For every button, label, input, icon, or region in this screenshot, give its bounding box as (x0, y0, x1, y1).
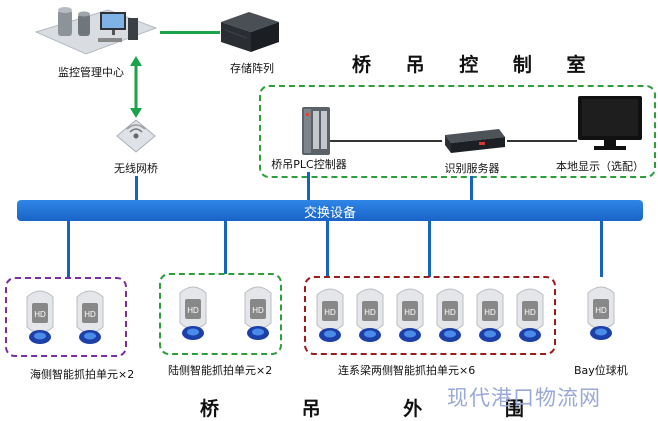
bridge-bus-line (135, 176, 138, 200)
hd-badge: HD (524, 308, 536, 317)
hd-badge: HD (84, 310, 96, 319)
link-server-display (507, 140, 577, 142)
plc-controller (302, 107, 330, 155)
beam-bus-line-left (326, 221, 329, 277)
dome-camera-icon: HD (513, 285, 547, 347)
recognition-server-icon (445, 129, 505, 153)
watermark: 现代港口物流网 (447, 386, 601, 410)
hd-badge: HD (484, 308, 496, 317)
hd-badge: HD (187, 306, 199, 315)
land-bus-line (224, 221, 227, 274)
dome-camera-icon: HD (241, 283, 275, 345)
link-center-storage (160, 31, 220, 34)
sea-side-box (5, 277, 127, 357)
wireless-link-arrow (130, 56, 142, 118)
bay-camera-icon: HD (584, 283, 618, 345)
control-room-box (259, 85, 656, 178)
storage-label: 存储阵列 (230, 62, 274, 75)
beam-bus-line-right (428, 221, 431, 277)
recognition-server (441, 127, 507, 157)
dome-camera-icon: HD (433, 285, 467, 347)
wireless-bridge-label: 无线网桥 (114, 162, 158, 175)
land-side-box (159, 273, 282, 355)
dome-camera-icon: HD (23, 287, 57, 349)
plc-bus-line (307, 172, 310, 200)
switch-bus: 交换设备 (17, 200, 643, 221)
hd-badge: HD (364, 308, 376, 317)
dome-camera-icon: HD (473, 285, 507, 347)
hd-badge: HD (34, 310, 46, 319)
hd-badge: HD (404, 308, 416, 317)
bay-camera-label: Bay位球机 (574, 364, 628, 377)
plc-controller-icon (302, 107, 330, 155)
hd-badge: HD (595, 306, 607, 315)
link-plc-server (330, 140, 442, 142)
outside-title: 桥 吊 外 围 (200, 398, 562, 420)
monitor-icon (578, 96, 642, 150)
server-bus-line (470, 176, 473, 200)
dome-camera-icon: HD (313, 285, 347, 347)
monitor-center (28, 2, 158, 60)
plc-label: 桥吊PLC控制器 (271, 158, 347, 171)
dome-camera-icon: HD (353, 285, 387, 347)
hd-badge: HD (252, 306, 264, 315)
bay-bus-line (600, 221, 603, 277)
beam-side-box (304, 276, 556, 355)
storage-array-icon (221, 12, 279, 52)
dome-camera-icon: HD (393, 285, 427, 347)
local-display (576, 94, 644, 152)
hd-badge: HD (324, 308, 336, 317)
monitor-center-icon (34, 7, 158, 55)
sea-bus-line (67, 221, 70, 278)
sea-side-label: 海侧智能抓拍单元×2 (30, 368, 135, 381)
beam-side-label: 连系梁两侧智能抓拍单元×6 (338, 364, 476, 377)
wireless-bridge-icon (116, 119, 156, 153)
switch-label: 交换设备 (303, 206, 357, 221)
dome-camera-icon: HD (73, 287, 107, 349)
dome-camera-icon: HD (176, 283, 210, 345)
control-room-title: 桥 吊 控 制 室 (352, 54, 600, 76)
land-side-label: 陆侧智能抓拍单元×2 (168, 364, 273, 377)
monitor-center-label: 监控管理中心 (58, 66, 124, 79)
recognition-server-label: 识别服务器 (444, 162, 500, 175)
wireless-bridge (115, 118, 157, 154)
hd-badge: HD (444, 308, 456, 317)
storage-array (219, 8, 281, 56)
local-display-label: 本地显示（选配） (556, 160, 644, 173)
